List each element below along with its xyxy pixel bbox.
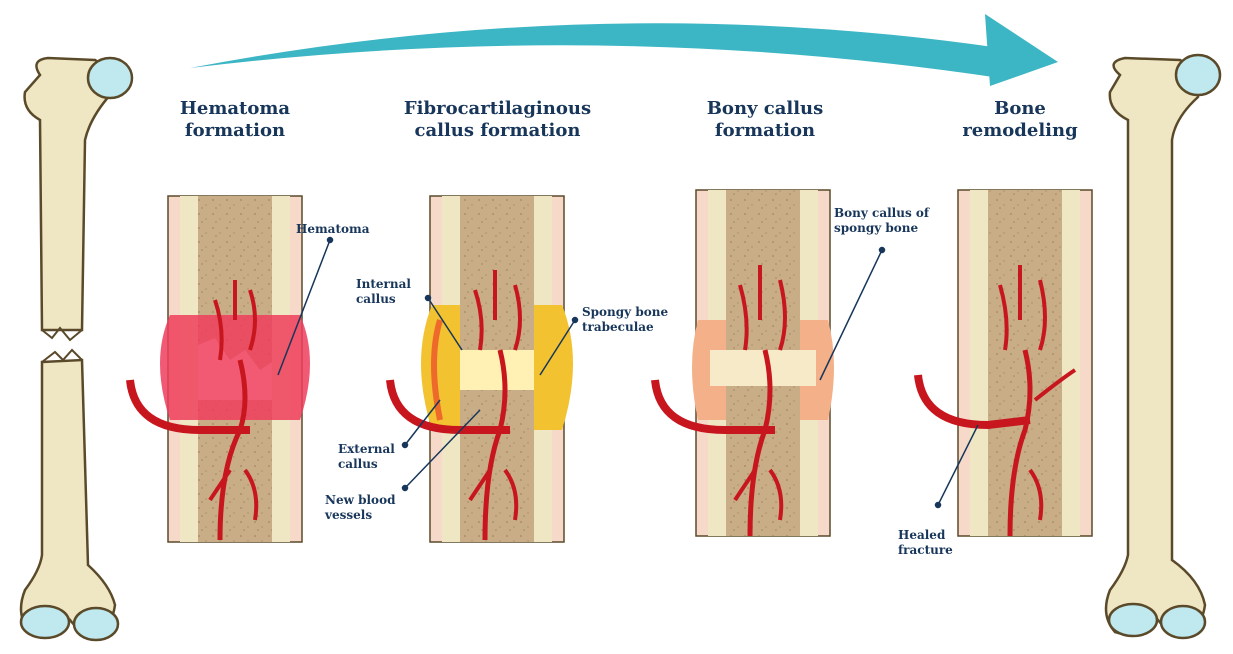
- label-new-blood-vessels: New blood vessels: [325, 493, 395, 523]
- label-hematoma-line1: Hematoma: [296, 222, 369, 237]
- label-external-callus: External callus: [338, 442, 395, 472]
- label-internal-callus-line1: Internal: [356, 277, 411, 292]
- stage-title-hematoma-line2: formation: [185, 120, 285, 141]
- stage-title-fibrocartilage: Fibrocartilaginous callus formation: [390, 98, 605, 142]
- stage-title-fibrocartilage-line2: callus formation: [415, 120, 581, 141]
- progress-arrow: [190, 14, 1058, 86]
- stage-title-remodeling: Bone remodeling: [950, 98, 1090, 142]
- internal-callus: [460, 350, 534, 390]
- spongy-bone-callus: [710, 350, 816, 386]
- label-bony-callus-spongy-line2: spongy bone: [834, 221, 929, 236]
- stage-title-bony-callus: Bony callus formation: [690, 98, 840, 142]
- stage-title-remodeling-line1: Bone: [994, 98, 1046, 119]
- label-healed-fracture: Healed fracture: [898, 528, 953, 558]
- label-spongy-bone-trabeculae-line1: Spongy bone: [582, 305, 668, 320]
- label-external-callus-line1: External: [338, 442, 395, 457]
- femur-left-fractured: [21, 58, 132, 640]
- stage-title-fibrocartilage-line1: Fibrocartilaginous: [404, 98, 591, 119]
- label-bony-callus-spongy: Bony callus of spongy bone: [834, 206, 929, 236]
- stage-title-remodeling-line2: remodeling: [962, 120, 1077, 141]
- stage-fibrocartilage-illustration: [390, 196, 573, 542]
- label-bony-callus-spongy-line1: Bony callus of: [834, 206, 929, 221]
- label-internal-callus-line2: callus: [356, 292, 411, 307]
- label-hematoma: Hematoma: [296, 222, 369, 237]
- stage-hematoma-illustration: [130, 196, 310, 542]
- stage-title-hematoma-line1: Hematoma: [180, 98, 290, 119]
- external-callus-right: [534, 305, 573, 430]
- label-healed-fracture-line2: fracture: [898, 543, 953, 558]
- label-external-callus-line2: callus: [338, 457, 395, 472]
- label-spongy-bone-trabeculae: Spongy bone trabeculae: [582, 305, 668, 335]
- cartilage-head-left: [88, 58, 132, 98]
- label-new-blood-vessels-line2: vessels: [325, 508, 395, 523]
- label-healed-fracture-line1: Healed: [898, 528, 953, 543]
- stage-title-bony-callus-line2: formation: [715, 120, 815, 141]
- stage-bony-callus-illustration: [655, 190, 834, 536]
- stage-title-bony-callus-line1: Bony callus: [707, 98, 824, 119]
- femur-right-healed: [1106, 55, 1220, 638]
- stage-title-hematoma: Hematoma formation: [160, 98, 310, 142]
- label-spongy-bone-trabeculae-line2: trabeculae: [582, 320, 668, 335]
- label-internal-callus: Internal callus: [356, 277, 411, 307]
- label-new-blood-vessels-line1: New blood: [325, 493, 395, 508]
- stage-remodeling-illustration: [918, 190, 1092, 536]
